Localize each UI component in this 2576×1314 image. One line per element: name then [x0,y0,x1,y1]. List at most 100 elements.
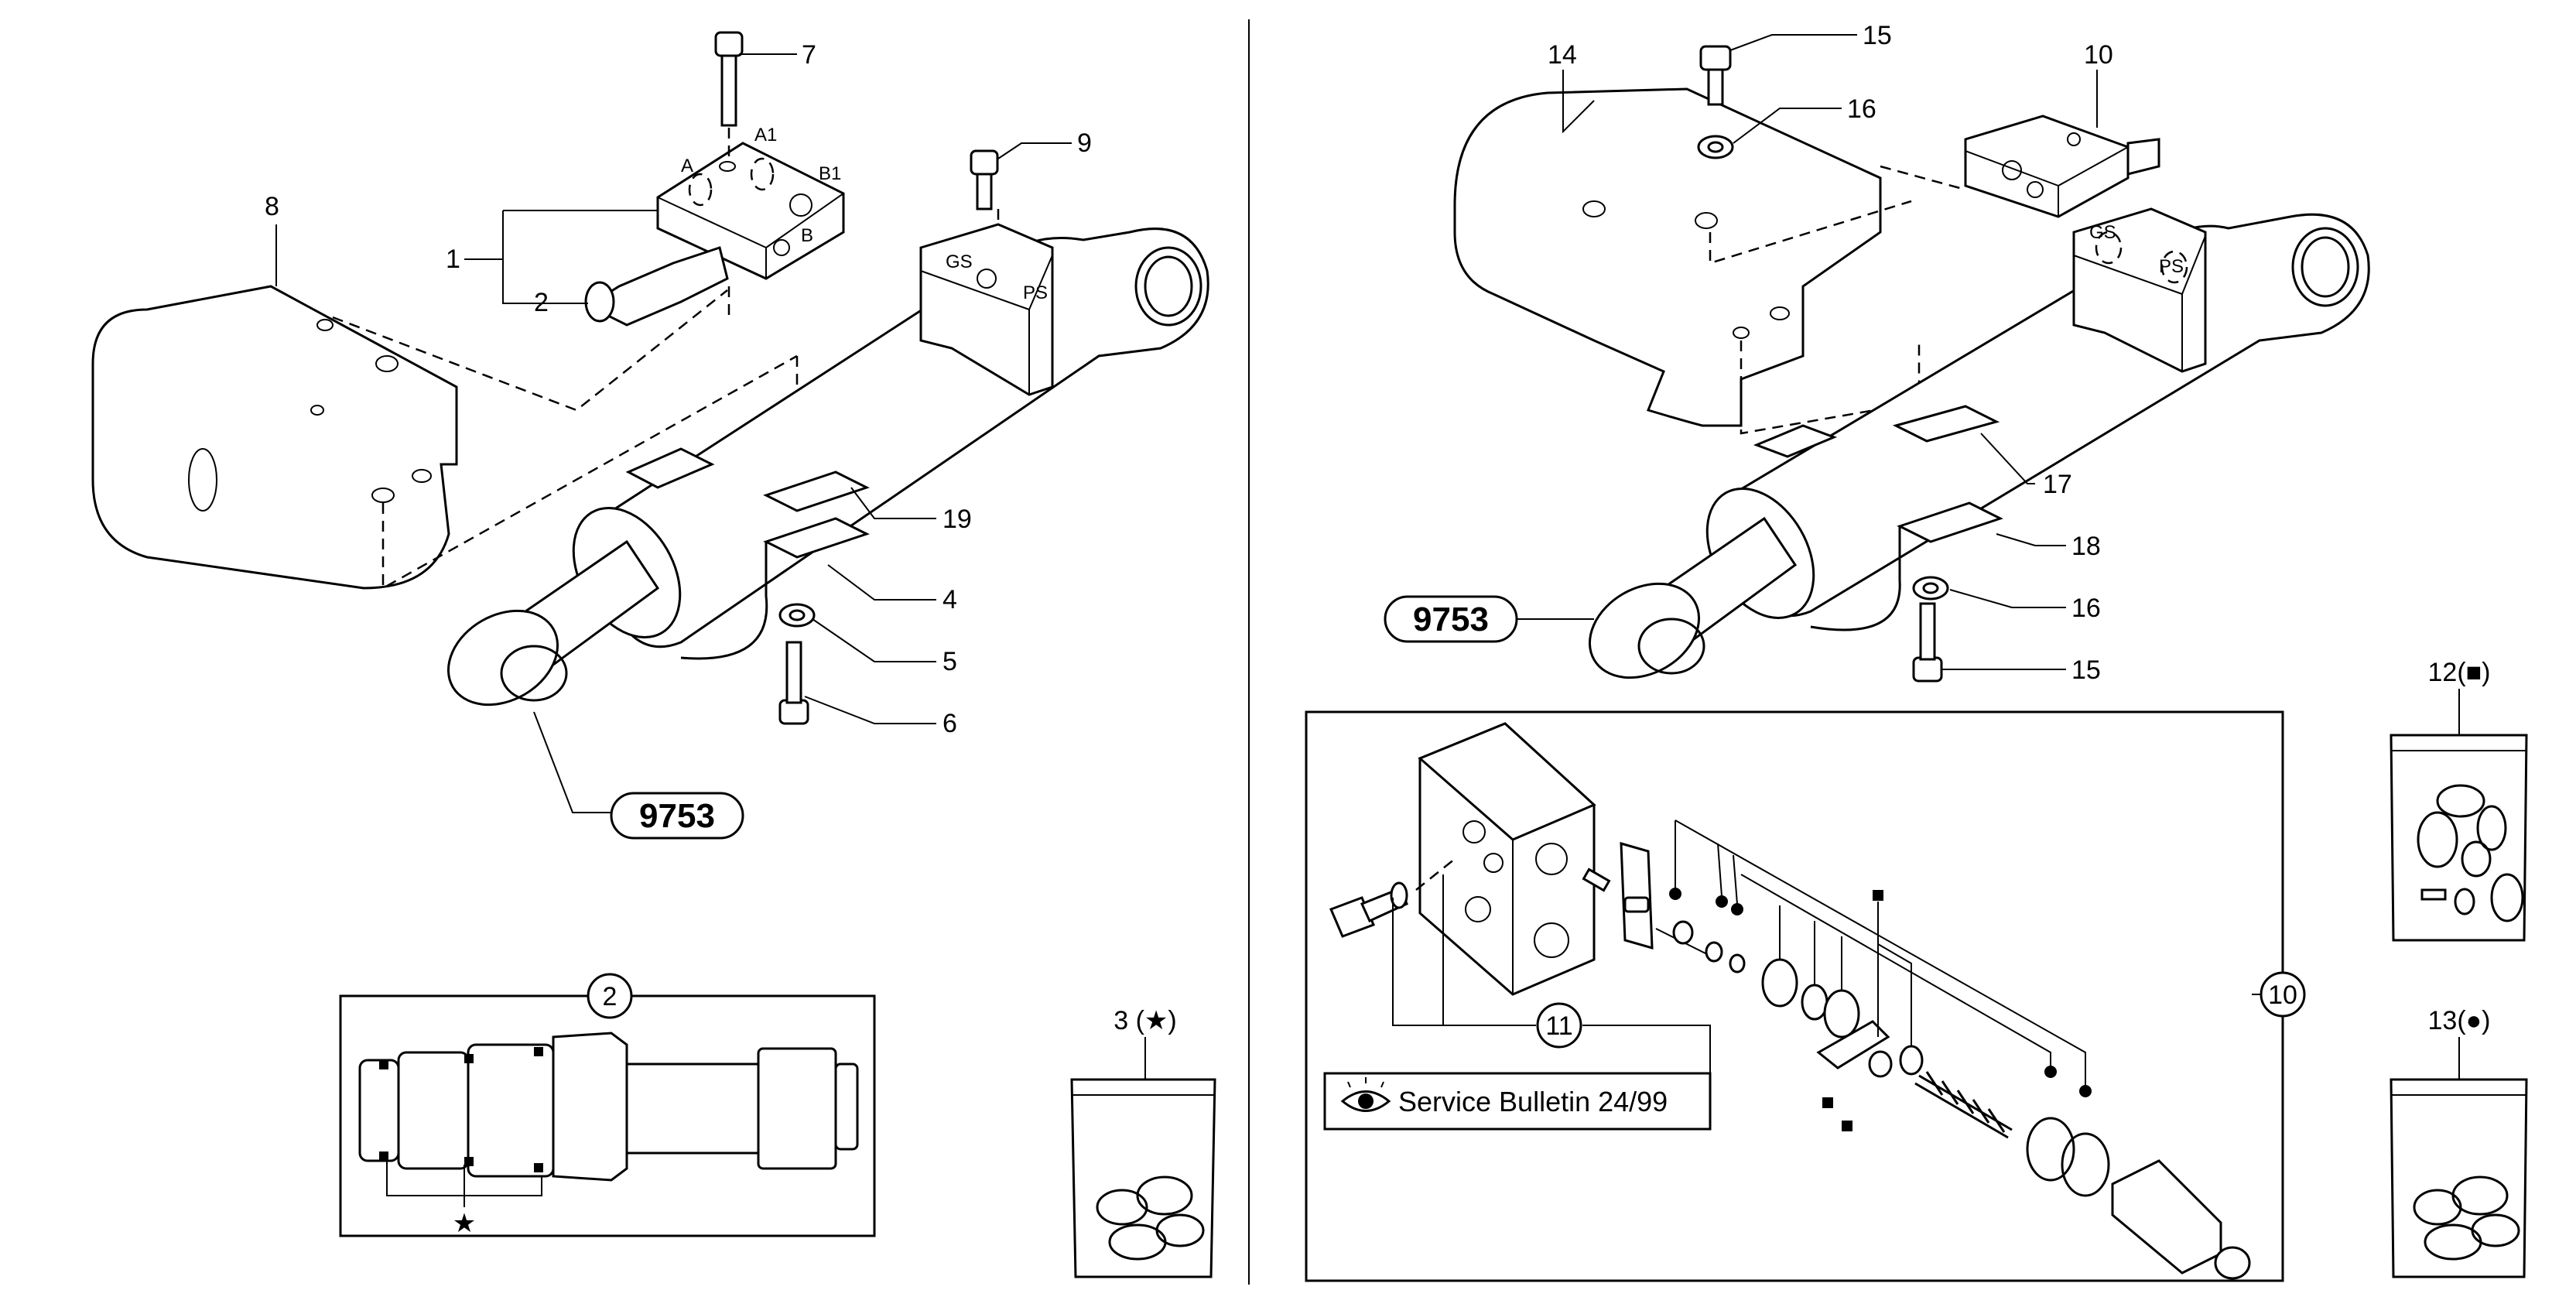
valve-fitting [2126,138,2160,176]
cartridge-body [625,1062,760,1155]
plate-hole [1770,306,1790,320]
valve-block [2072,207,2207,373]
assembly-line [1709,200,1912,265]
assembly-line [381,354,798,590]
leader-19 [850,487,936,519]
service-bulletin-text[interactable]: Service Bulletin 24/99 [1398,1086,1668,1117]
housing-port [1535,843,1568,875]
housing-port [1462,820,1486,843]
callout-13: 13(●) [2428,1006,2491,1035]
washer [1912,576,1949,601]
clamp-plate [1892,405,2000,443]
callout-5: 5 [942,647,957,676]
callout-15-top: 15 [1863,21,1892,50]
kit-13-marker [1731,903,1743,915]
kit-leader [1733,854,1738,905]
assembly-line [1880,165,1966,191]
seal-kit-bag-12[interactable] [2390,689,2528,942]
leader-11b [1582,1025,1711,1076]
port-label-ps: PS [1023,282,1048,303]
bolt-head [714,31,744,57]
hidden-port [688,173,713,207]
hidden-port [2160,250,2188,284]
valve-port [773,239,790,256]
leader-6 [804,696,936,724]
detail-number-circle-10 [2260,971,2306,1018]
filter-disc [1761,958,1798,1008]
valve-port [789,193,812,217]
valve-block-10 [1964,115,2130,218]
block-edge [2073,255,2183,295]
part-ref-badge-left[interactable] [610,792,744,840]
bolt-shank [1919,602,1936,661]
cartridge-cage [467,1043,555,1178]
cartridge-hex [552,1032,628,1182]
service-bulletin-box[interactable] [1323,1072,1712,1131]
bag-outline [2390,1078,2528,1278]
right-leaders [1517,34,2098,670]
bolt-shank [1707,68,1724,106]
detail-axis [1415,858,1456,891]
callout-10-box: 10 [2268,980,2297,1010]
leader-14 [1562,70,1595,134]
assembly-line [1740,340,1921,435]
block-edge [1965,150,2059,186]
cartridge-adjuster [757,1047,837,1170]
bag-part [2417,811,2458,868]
leader-15-top [1729,34,1857,51]
callout-12: 12(■) [2428,658,2491,687]
block-edge [2181,235,2206,295]
port-label-b: B [801,225,813,246]
mounting-plate [1453,87,1882,427]
callout-6: 6 [942,709,957,738]
valve-block [919,223,1054,396]
seal-kit-bag-13[interactable] [2390,1037,2528,1278]
rod-eye-bore [500,645,568,702]
part-ref-badge-right[interactable] [1384,595,1518,643]
small-part [1623,896,1650,913]
cartridge-nut [584,281,615,323]
callout-16-bottom: 16 [2071,594,2101,623]
detail-cartridge [339,973,876,1237]
detail-callout-2: 2 [603,982,617,1011]
mounting-plate [91,285,458,590]
rod-eye [446,609,559,707]
clamp-plate [1753,424,1838,458]
clamp-plate [625,447,715,489]
part-ref-left[interactable]: 9753 [639,797,715,835]
leader-18 [1996,533,2066,546]
kit-13-marker [2044,1066,2057,1078]
callout-18: 18 [2071,532,2101,561]
clamp-strap [680,542,768,660]
leader-9753 [533,711,611,813]
valve-exploded-detail [1305,710,2284,1282]
washer-hole [789,609,806,621]
small-part [1899,1045,1924,1076]
port-label-gs: GS [946,252,973,272]
callout-16-top: 16 [1847,94,1876,124]
part-ref-right[interactable]: 9753 [1413,601,1489,638]
seal-kit-bag-3[interactable] [1070,1037,1216,1278]
detail-number-circle-11 [1536,1002,1582,1049]
leader-4 [827,564,936,601]
kit-leader [1675,820,2086,1085]
bolt-head [1699,45,1732,71]
seal-plate [1620,841,1654,950]
small-part [1868,1050,1893,1078]
bolt-shank [720,54,737,127]
adjuster-body [2111,1159,2222,1275]
left-cylinder-assembly: GS PS A A1 B1 B [91,31,1209,725]
leader-5 [812,618,936,662]
washer [778,603,816,628]
bolt-head [1912,656,1943,683]
ring [1801,984,1829,1021]
callout-17: 17 [2043,470,2072,499]
right-cylinder-assembly: GS PS [1453,45,2370,683]
callout-11: 11 [1545,1011,1572,1041]
block-edge [2058,146,2129,186]
bag-oring [2451,1175,2509,1216]
bag-oring [1136,1175,1193,1216]
leader-16-top [1733,108,1842,144]
plate-hole [1695,212,1718,229]
